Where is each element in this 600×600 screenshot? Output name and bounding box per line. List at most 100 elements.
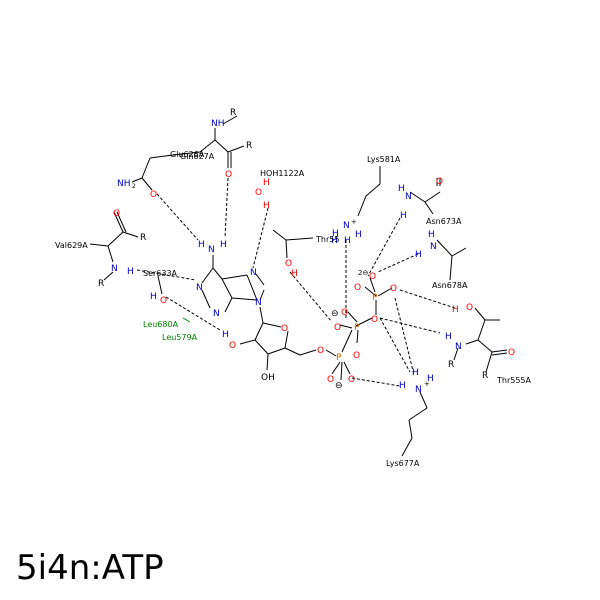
residue-label-hoh1122: HOH1122A	[260, 169, 305, 178]
svg-text:H: H	[428, 230, 435, 240]
svg-text:O: O	[353, 351, 360, 361]
svg-text:O: O	[160, 296, 167, 306]
svg-text:O: O	[225, 170, 232, 180]
svg-text:N: N	[255, 298, 262, 308]
lys677-chain	[401, 391, 428, 457]
asn678-chain	[436, 239, 467, 281]
residue-label-ser633: Ser633A	[143, 269, 178, 278]
svg-text:O: O	[150, 190, 157, 200]
svg-text:H: H	[263, 201, 270, 211]
atom-labels: H N H N N N N O O H OH O P O O ⊖ O P O ⊖…	[98, 108, 515, 395]
svg-text:O: O	[341, 308, 348, 318]
svg-text:O: O	[390, 284, 397, 294]
svg-text:P: P	[372, 293, 378, 303]
svg-text:R: R	[230, 108, 236, 118]
svg-text:N: N	[415, 385, 422, 395]
svg-text:H: H	[150, 292, 157, 302]
svg-text:H: H	[355, 230, 362, 240]
svg-text:+: +	[351, 218, 357, 226]
svg-text:P: P	[354, 323, 360, 333]
svg-text:⊖: ⊖	[331, 309, 339, 319]
svg-text:R: R	[448, 360, 454, 370]
svg-text:O: O	[508, 348, 515, 358]
svg-text:OH: OH	[261, 373, 275, 383]
svg-text:N: N	[213, 309, 220, 319]
residue-label-lys581: Lys581A	[367, 155, 401, 164]
ser633-chain	[157, 275, 163, 295]
glu626-chain	[131, 154, 174, 191]
residue-label-thr555: Thr555A	[496, 376, 532, 385]
svg-text:H: H	[222, 330, 229, 340]
svg-text:H: H	[415, 250, 422, 260]
svg-text:O: O	[354, 283, 361, 293]
residue-label-leu680: Leu680A	[143, 320, 179, 329]
svg-text:N: N	[208, 245, 215, 255]
svg-text:O: O	[229, 341, 236, 351]
svg-text:⊖: ⊖	[335, 381, 343, 391]
residue-label-leu579: Leu579A	[162, 333, 198, 342]
svg-text:O: O	[371, 315, 378, 325]
svg-text:H: H	[399, 381, 406, 391]
lys581-chain	[357, 166, 381, 217]
gln627-chain	[172, 115, 245, 168]
svg-text:N: N	[196, 283, 203, 293]
residue-label-asn673: Asn673A	[426, 217, 462, 226]
svg-text:O: O	[436, 177, 443, 187]
svg-text:N: N	[430, 242, 437, 252]
svg-text:H: H	[263, 178, 270, 188]
svg-text:N: N	[250, 268, 257, 278]
svg-text:O: O	[348, 375, 355, 385]
svg-text:O: O	[466, 303, 473, 313]
svg-text:H: H	[331, 236, 338, 246]
svg-text:O: O	[334, 323, 341, 333]
svg-text:R: R	[98, 279, 104, 289]
ribose-ring	[239, 306, 317, 371]
residue-label-glu626: Glu626A	[170, 150, 205, 159]
svg-text:+: +	[424, 380, 430, 388]
svg-text:N: N	[111, 264, 118, 274]
hydrophobic-contact-mark	[182, 317, 191, 323]
svg-text:H: H	[344, 236, 351, 246]
adenine-ring	[201, 255, 265, 313]
svg-text:H: H	[291, 269, 298, 279]
svg-text:R: R	[246, 141, 252, 151]
thr55-chain	[272, 229, 314, 259]
svg-text:H: H	[452, 305, 459, 315]
svg-text:O: O	[317, 346, 324, 356]
residue-label-asn678: Asn678A	[432, 281, 468, 290]
svg-text:O: O	[369, 272, 376, 282]
svg-text:N: N	[455, 342, 462, 352]
svg-text:H: H	[398, 184, 405, 194]
svg-text:N: N	[343, 221, 350, 231]
svg-text:H: H	[332, 229, 339, 239]
svg-text:H: H	[445, 332, 452, 342]
svg-text:O: O	[281, 324, 288, 334]
residue-label-thr55: Thr55	[315, 235, 339, 244]
phosphate-chain	[325, 277, 393, 381]
svg-text:H: H	[127, 267, 134, 277]
svg-text:H: H	[427, 374, 434, 384]
residue-label-lys677: Lys677A	[386, 459, 420, 468]
svg-text:R: R	[140, 233, 146, 243]
svg-text:N: N	[405, 192, 412, 202]
svg-text:O: O	[327, 375, 334, 385]
hydrogen-bonds	[136, 177, 456, 387]
svg-text:R: R	[482, 371, 488, 381]
svg-text:NH: NH	[211, 119, 225, 129]
svg-text:O: O	[113, 209, 120, 219]
svg-text:H: H	[220, 240, 227, 250]
svg-text:P: P	[336, 353, 342, 363]
diagram-title: 5i4n:ATP	[16, 548, 164, 588]
asn673-chain	[409, 178, 441, 215]
val629-chain	[89, 211, 139, 281]
svg-text:H: H	[198, 240, 205, 250]
svg-text:O: O	[285, 259, 292, 269]
residue-label-val629: Val629A	[55, 241, 88, 250]
svg-text:2⊖: 2⊖	[358, 269, 368, 277]
svg-text:NH: NH	[117, 179, 131, 189]
svg-text:O: O	[255, 188, 262, 198]
svg-text:H: H	[412, 368, 419, 378]
svg-text:H: H	[400, 211, 407, 221]
residue-label-gln627: Gln627A	[180, 152, 215, 161]
